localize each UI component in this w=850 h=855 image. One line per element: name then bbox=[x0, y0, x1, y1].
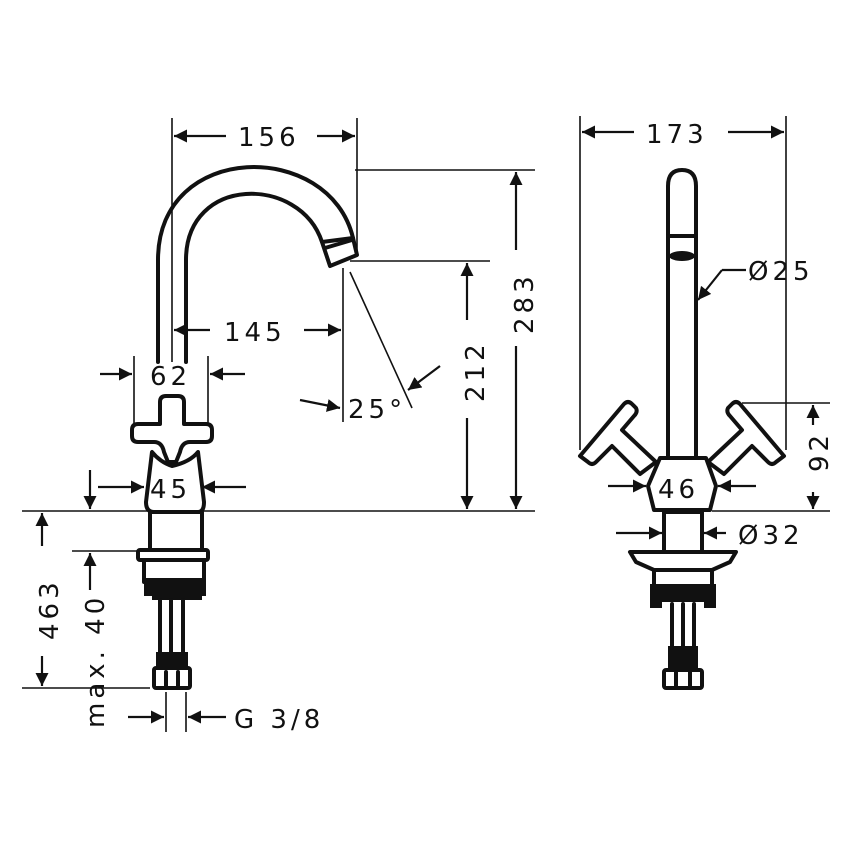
side-view: 156 145 62 45 25° bbox=[22, 118, 540, 735]
front-spout-shape bbox=[666, 168, 698, 460]
front-left-handle-shape bbox=[578, 400, 658, 476]
dim-92-label: 92 bbox=[805, 431, 835, 472]
cross-handle-shape bbox=[130, 394, 214, 464]
dim-handle-height: 92 bbox=[712, 402, 835, 512]
dim-62-label: 62 bbox=[150, 362, 191, 392]
front-mounting-shape bbox=[628, 550, 738, 690]
dim-145-label: 145 bbox=[224, 318, 286, 348]
dim-outlet-height: 212 bbox=[460, 263, 491, 509]
dim-283-label: 283 bbox=[510, 272, 540, 334]
front-right-handle-shape bbox=[706, 400, 786, 476]
mounting-shape bbox=[136, 548, 210, 690]
dim-front-body-width: 46 bbox=[608, 475, 756, 505]
dim-spout-reach-outer: 156 bbox=[171, 118, 358, 362]
front-view: 173 Ø25 92 46 Ø32 bbox=[578, 116, 835, 690]
dim-463-label: 463 bbox=[35, 578, 65, 640]
dim-212-label: 212 bbox=[461, 340, 491, 402]
dim-46-label: 46 bbox=[658, 475, 699, 505]
dim-overall-width: 173 bbox=[579, 116, 787, 450]
dim-173-label: 173 bbox=[646, 120, 708, 150]
dim-body-width: 45 bbox=[98, 475, 246, 505]
dim-o32-label: Ø32 bbox=[738, 521, 804, 551]
dim-g38-label: G 3/8 bbox=[234, 705, 324, 735]
dim-o25-label: Ø25 bbox=[748, 257, 814, 287]
dim-max-deck-thickness: max. 40 bbox=[72, 470, 140, 728]
dim-45-label: 45 bbox=[150, 475, 191, 505]
dim-25deg-label: 25° bbox=[348, 395, 406, 425]
dim-156-label: 156 bbox=[238, 123, 300, 153]
dim-max40-label: max. 40 bbox=[81, 594, 111, 728]
dim-base-diameter: Ø32 bbox=[616, 521, 804, 551]
dim-connection-thread: G 3/8 bbox=[128, 692, 324, 735]
spout-shape bbox=[156, 165, 359, 364]
dim-hose-length: 463 bbox=[22, 513, 150, 689]
dim-handle-width: 62 bbox=[100, 356, 245, 424]
dim-total-height: 283 bbox=[509, 172, 540, 509]
dim-spout-reach-inner: 145 bbox=[174, 268, 344, 422]
dim-spout-angle: 25° bbox=[299, 271, 441, 425]
front-body-shape bbox=[646, 456, 718, 554]
dim-spout-diameter: Ø25 bbox=[697, 257, 814, 301]
